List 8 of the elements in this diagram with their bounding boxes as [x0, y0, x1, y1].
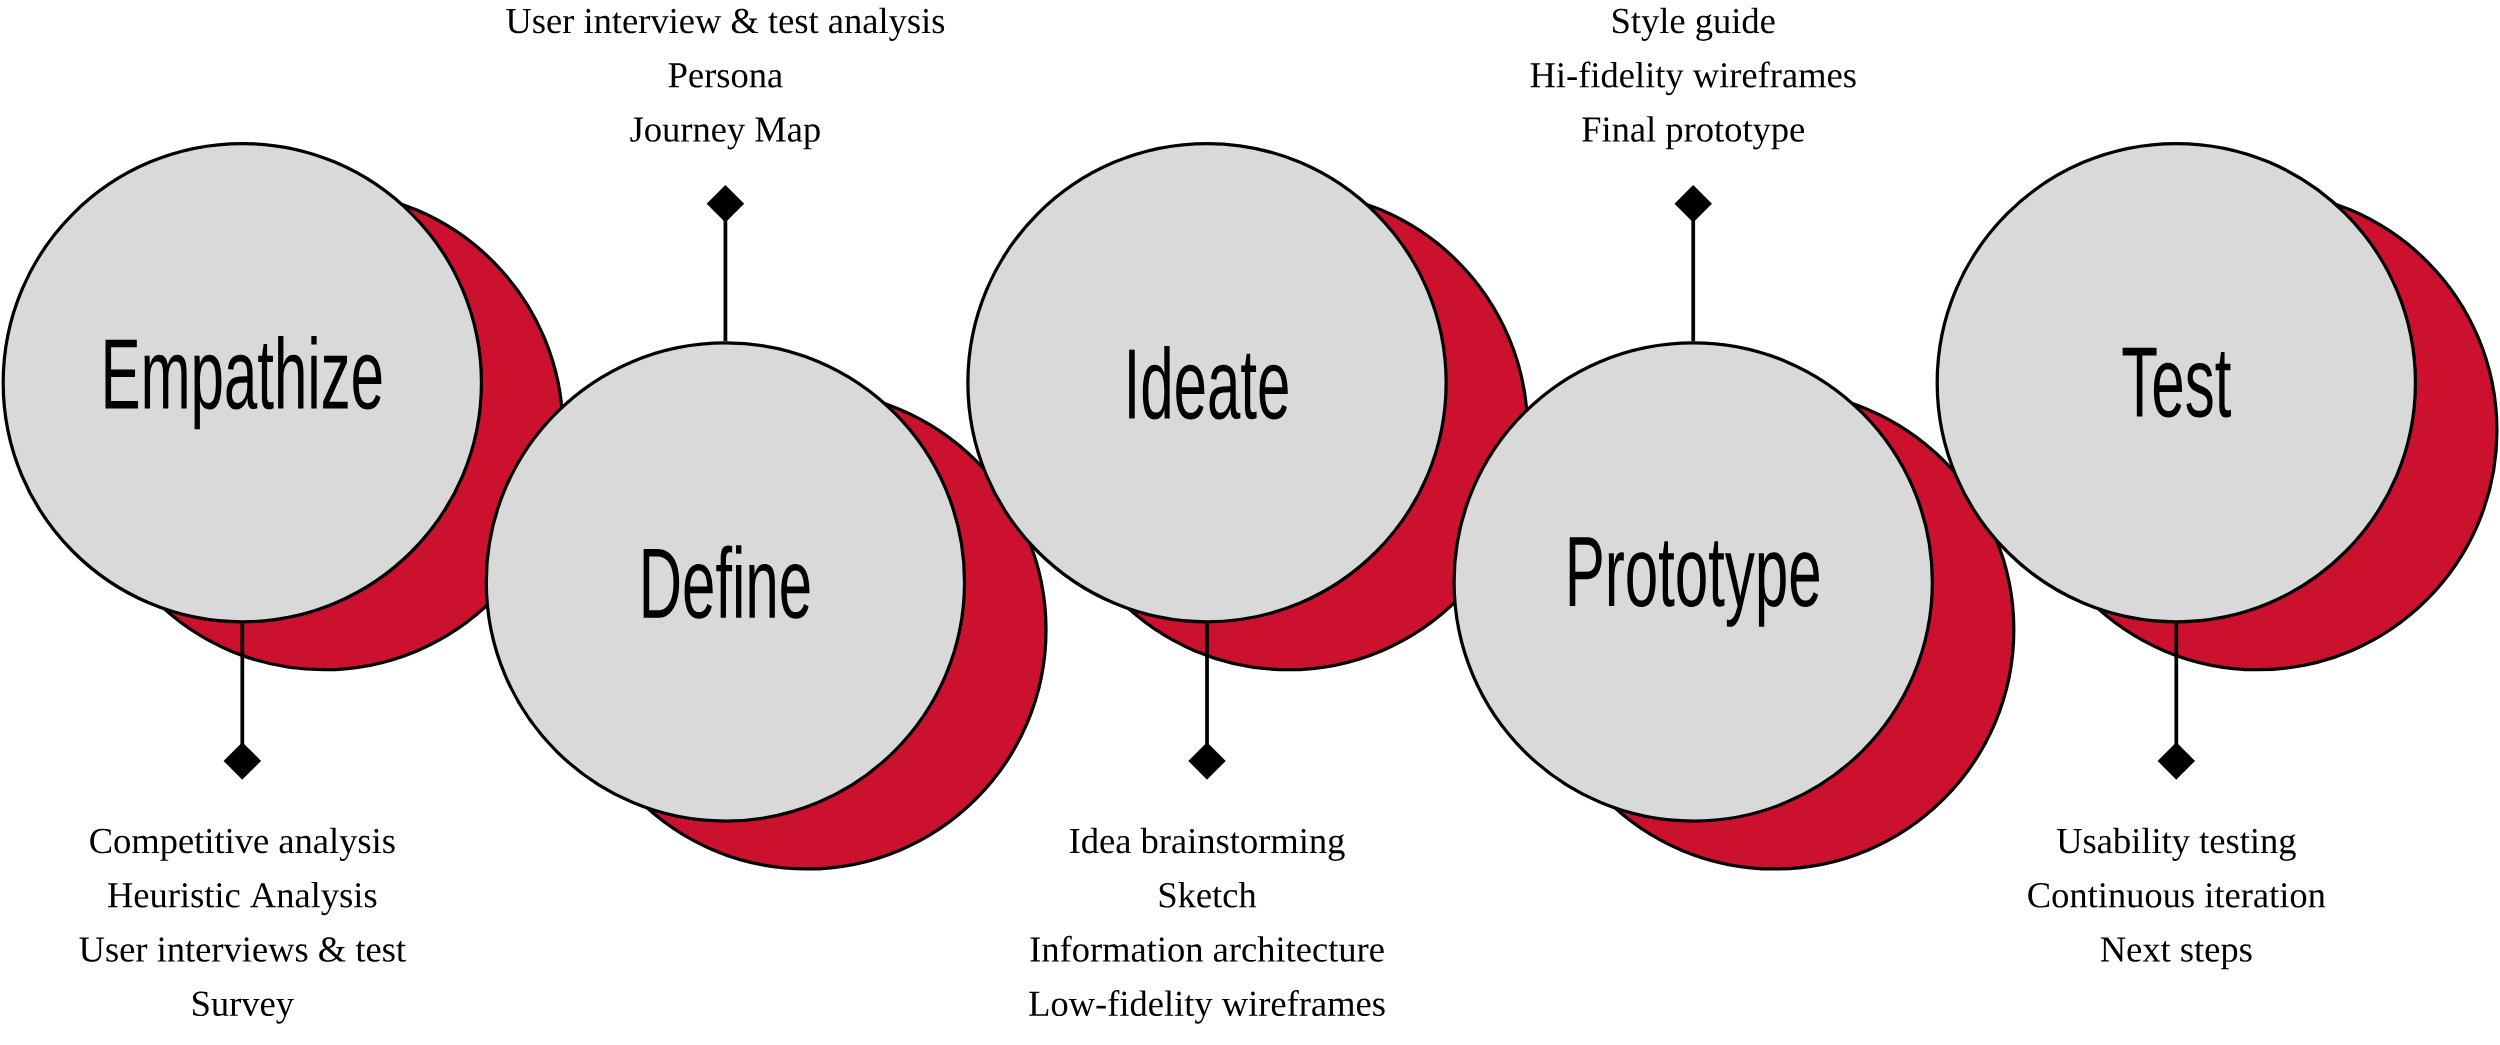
stage-circle-drawing: Prototype [1452, 341, 2016, 871]
stage-circle-drawing: Define [484, 341, 1048, 871]
text-list: Competitive analysis Heuristic Analysis User interviews & test Survey [79, 827, 406, 1024]
text-list: Style guide Hi-fidelity wireframes Final prototype [1530, 7, 1856, 150]
text-list: Usability testing Continuous iteration Next steps [2028, 827, 2326, 970]
stage-circle-drawing: Test [1935, 141, 2499, 672]
stage-circle-drawing: Ideate [966, 141, 1530, 672]
stage-circle-drawing: Empathize [1, 141, 565, 672]
